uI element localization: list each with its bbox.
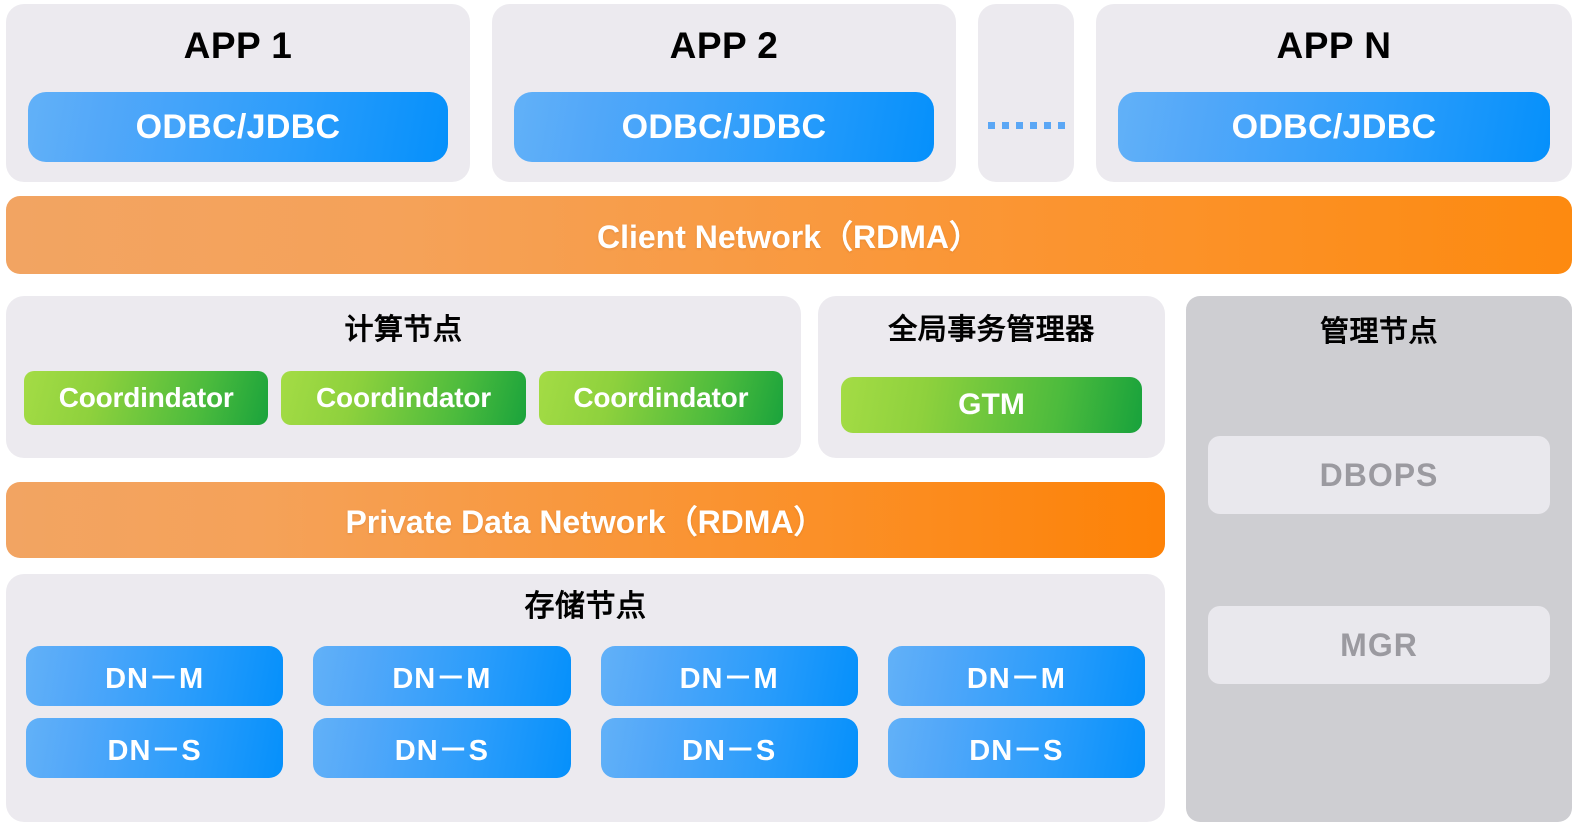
dot (1029, 122, 1037, 129)
gtm-title: 全局事务管理器 (888, 314, 1095, 346)
dot (1043, 122, 1051, 129)
coordinator-chip: Coordindator (281, 371, 526, 425)
app-card-2: APP 2 ODBC/JDBC (492, 4, 956, 182)
app-connector-chip: ODBC/JDBC (514, 92, 934, 162)
dn-slave-chip: DN－S (600, 718, 858, 778)
app-title: APP N (1276, 25, 1392, 66)
dn-slave-chip: DN－S (26, 718, 284, 778)
app-card-n: APP N ODBC/JDBC (1096, 4, 1572, 182)
app-connector-chip: ODBC/JDBC (1118, 92, 1550, 162)
gtm-panel: 全局事务管理器 GTM (818, 296, 1165, 458)
compute-node-panel: 计算节点 Coordindator Coordindator Coordinda… (6, 296, 801, 458)
storage-group: DN－M DN－S (600, 646, 858, 778)
dot (1057, 122, 1065, 129)
dot (987, 122, 995, 129)
storage-group: DN－M DN－S (313, 646, 571, 778)
client-network-bar: Client Network（RDMA） (6, 196, 1572, 274)
storage-group: DN－M DN－S (887, 646, 1145, 778)
storage-group: DN－M DN－S (26, 646, 284, 778)
dn-slave-chip: DN－S (313, 718, 571, 778)
storage-node-grid: DN－M DN－S DN－M DN－S DN－M DN－S DN－M DN－S (26, 646, 1145, 778)
app-title: APP 2 (669, 25, 779, 66)
management-node-title: 管理节点 (1319, 316, 1438, 348)
dot (1015, 122, 1023, 129)
management-node-panel: 管理节点 DBOPS MGR (1186, 296, 1572, 822)
horizontal-dots-icon (978, 122, 1074, 129)
app-card-1: APP 1 ODBC/JDBC (6, 4, 470, 182)
app-ellipsis-card (978, 4, 1074, 182)
coordinator-chip: Coordindator (538, 371, 783, 425)
compute-node-title: 计算节点 (344, 314, 463, 346)
storage-node-title: 存储节点 (524, 590, 647, 623)
dn-master-chip: DN－M (26, 646, 284, 706)
app-connector-chip: ODBC/JDBC (28, 92, 448, 162)
dot (1001, 122, 1009, 129)
dn-slave-chip: DN－S (887, 718, 1145, 778)
mgr-chip: MGR (1208, 606, 1550, 684)
dn-master-chip: DN－M (600, 646, 858, 706)
gtm-chip: GTM (841, 377, 1142, 433)
coordinator-row: Coordindator Coordindator Coordindator (24, 371, 783, 425)
app-title: APP 1 (183, 25, 293, 66)
private-data-network-bar: Private Data Network（RDMA） (6, 482, 1165, 558)
dbops-chip: DBOPS (1208, 436, 1550, 514)
storage-node-panel: 存储节点 DN－M DN－S DN－M DN－S DN－M DN－S DN－M … (6, 574, 1165, 822)
dn-master-chip: DN－M (313, 646, 571, 706)
dn-master-chip: DN－M (887, 646, 1145, 706)
coordinator-chip: Coordindator (24, 371, 269, 425)
